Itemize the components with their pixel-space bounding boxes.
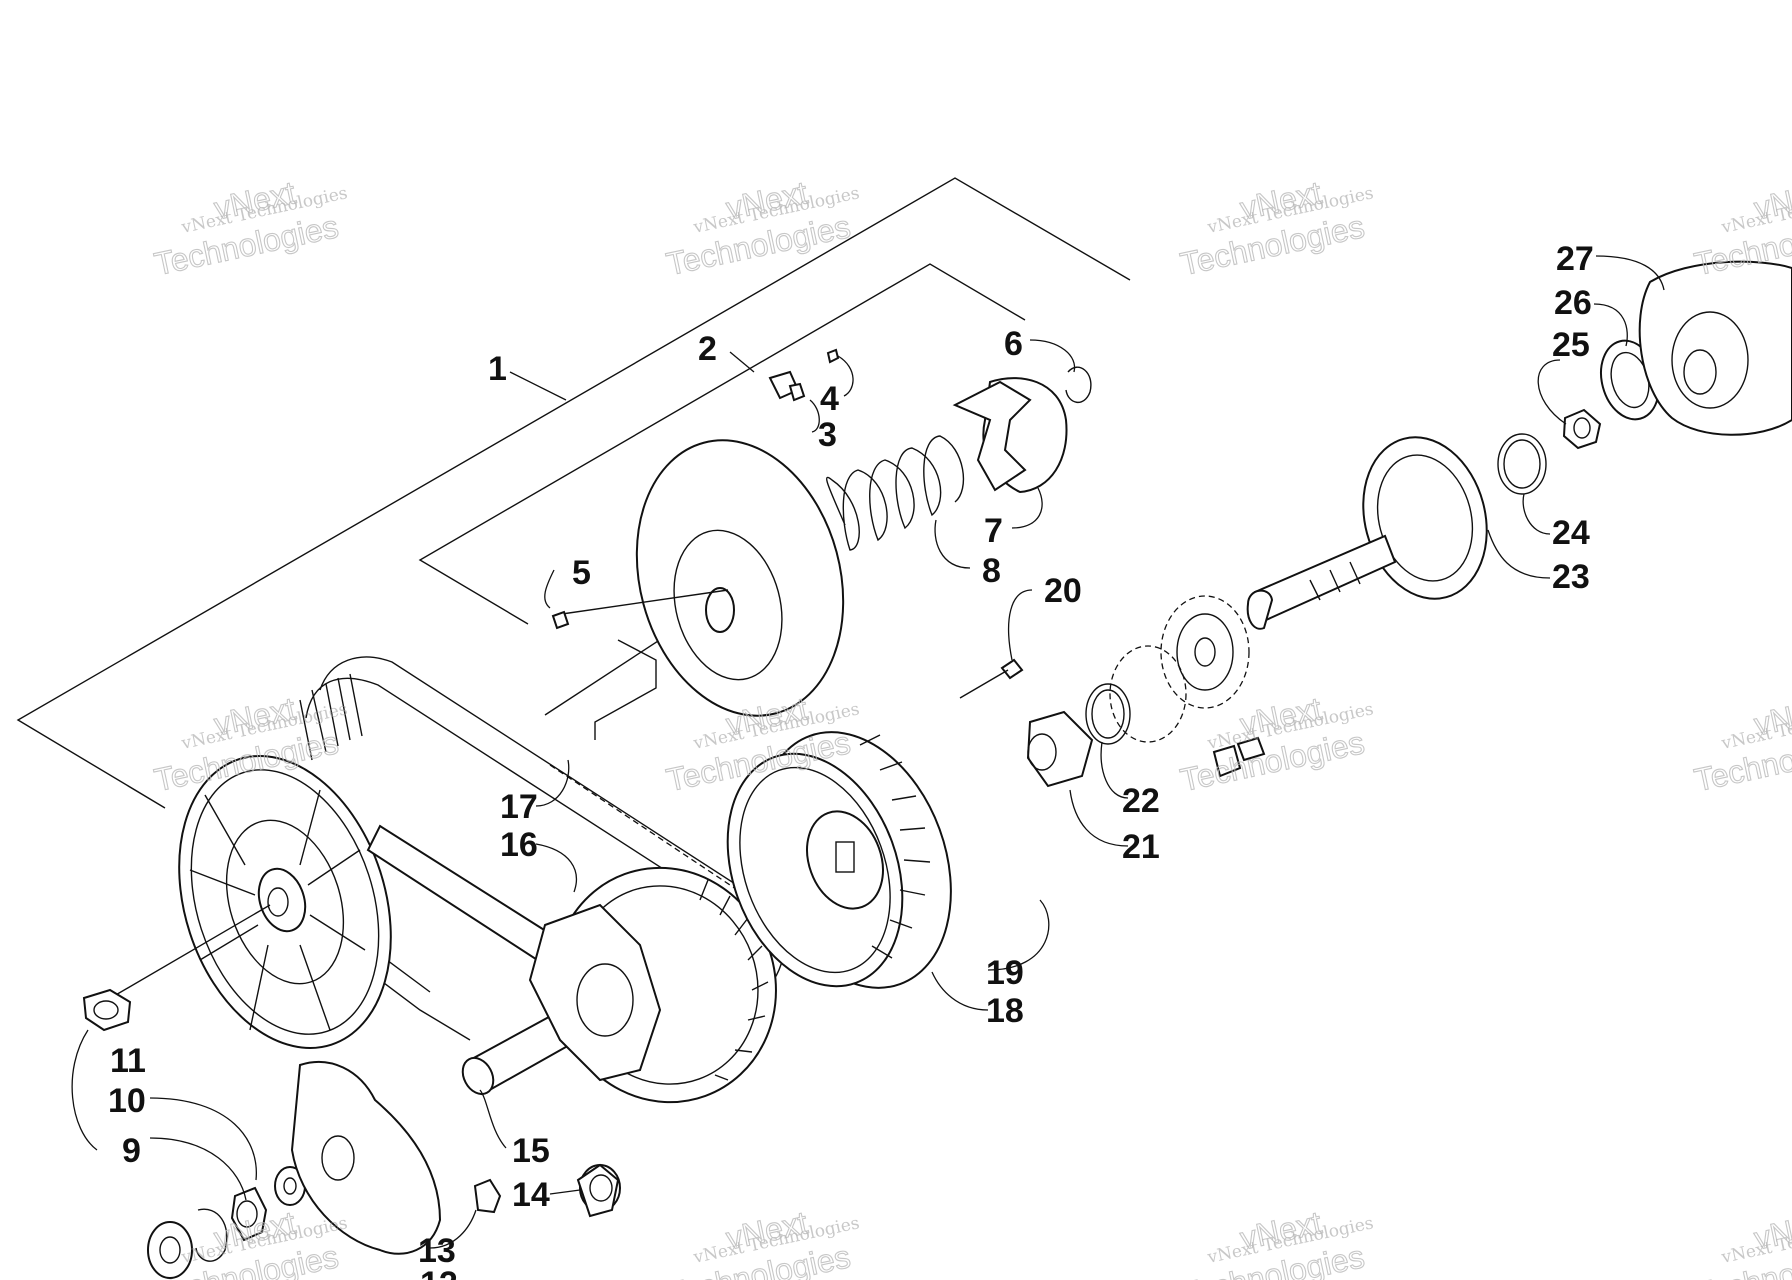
moveable-sheave xyxy=(554,439,845,717)
callout-2: 2 xyxy=(698,330,717,368)
callout-22: 22 xyxy=(1122,782,1160,820)
assembly-bracket-2 xyxy=(418,263,1026,625)
callout-4: 4 xyxy=(820,380,839,418)
drive-clutch-teeth xyxy=(299,673,363,761)
watermark-11: vNext Technologies vNext Technologies xyxy=(1177,1204,1376,1280)
pin-5 xyxy=(551,610,570,630)
svg-text:vNext: vNext xyxy=(1751,1204,1792,1256)
screw-20 xyxy=(959,658,1024,699)
bearing-lower-left xyxy=(147,1221,193,1279)
callout-19: 19 xyxy=(986,954,1024,992)
callout-1: 1 xyxy=(488,350,507,388)
watermark-10: vNext Technologies vNext Technologies xyxy=(663,1204,862,1280)
watermark-4: vNext Technologies vNext Technologies xyxy=(1691,174,1792,283)
spring-8 xyxy=(826,435,965,551)
callout-14: 14 xyxy=(512,1176,550,1214)
nut-9 xyxy=(82,988,132,1032)
callout-13: 13 xyxy=(418,1232,456,1270)
spider-7 xyxy=(952,377,1068,494)
callout-5: 5 xyxy=(572,554,591,592)
watermark-2: vNext Technologies vNext Technologies xyxy=(663,174,862,283)
bushing-14 xyxy=(576,1163,621,1218)
bearing-dashed xyxy=(1109,595,1250,743)
fixed-sheave-18 xyxy=(726,731,952,989)
bushing-10 xyxy=(230,1186,268,1242)
svg-text:vNext: vNext xyxy=(1751,174,1792,226)
collar-21 xyxy=(1026,710,1094,788)
callout-10: 10 xyxy=(108,1082,146,1120)
retaining-ring-6 xyxy=(1065,366,1092,403)
assembly-bracket-1 xyxy=(16,177,1131,809)
callout-26: 26 xyxy=(1554,284,1592,322)
clutch-drum-27 xyxy=(1638,260,1792,436)
leader-lines xyxy=(71,255,1665,1249)
callout-16: 16 xyxy=(500,826,538,864)
clip-12 xyxy=(195,1208,228,1262)
bolt-small xyxy=(1212,736,1266,778)
clutch-shaft-23 xyxy=(1246,436,1488,630)
watermark-3: vNext Technologies vNext Technologies xyxy=(1177,174,1376,283)
cam-16 xyxy=(528,866,777,1104)
callout-6: 6 xyxy=(1004,325,1023,363)
callout-20: 20 xyxy=(1044,572,1082,610)
callout-24: 24 xyxy=(1552,514,1590,552)
o-ring-24 xyxy=(1497,433,1547,495)
watermark-8: vNext Technologies vNext Technologies xyxy=(1691,690,1792,799)
callout-25: 25 xyxy=(1552,326,1590,364)
driven-sheave xyxy=(178,755,392,1049)
callout-3: 3 xyxy=(818,416,837,454)
callout-7: 7 xyxy=(984,512,1003,550)
watermark-7: vNext Technologies vNext Technologies xyxy=(1177,690,1376,799)
callout-21: 21 xyxy=(1122,828,1160,866)
callout-15: 15 xyxy=(512,1132,550,1170)
movable-sheave-lower xyxy=(290,1060,442,1255)
svg-text:vNext: vNext xyxy=(1751,690,1792,742)
callout-8: 8 xyxy=(982,552,1001,590)
callout-12: 12 xyxy=(420,1265,458,1280)
callout-27: 27 xyxy=(1556,240,1594,278)
callout-9: 9 xyxy=(122,1132,141,1170)
callout-17: 17 xyxy=(500,788,538,826)
bushing-25 xyxy=(1562,408,1602,450)
weight-3 xyxy=(768,370,806,402)
watermark-1: vNext Technologies vNext Technologies xyxy=(151,174,350,283)
callout-18: 18 xyxy=(986,992,1024,1030)
screw-4 xyxy=(826,348,840,364)
watermark-12: vNext Technologies vNext Technologies xyxy=(1691,1204,1792,1280)
o-ring-22 xyxy=(1085,683,1131,745)
callout-11: 11 xyxy=(110,1042,146,1080)
callout-23: 23 xyxy=(1552,558,1590,596)
callouts: 1 2 3 4 5 6 7 8 9 10 11 12 13 14 15 16 1… xyxy=(108,240,1594,1280)
slider-13 xyxy=(473,1178,502,1214)
